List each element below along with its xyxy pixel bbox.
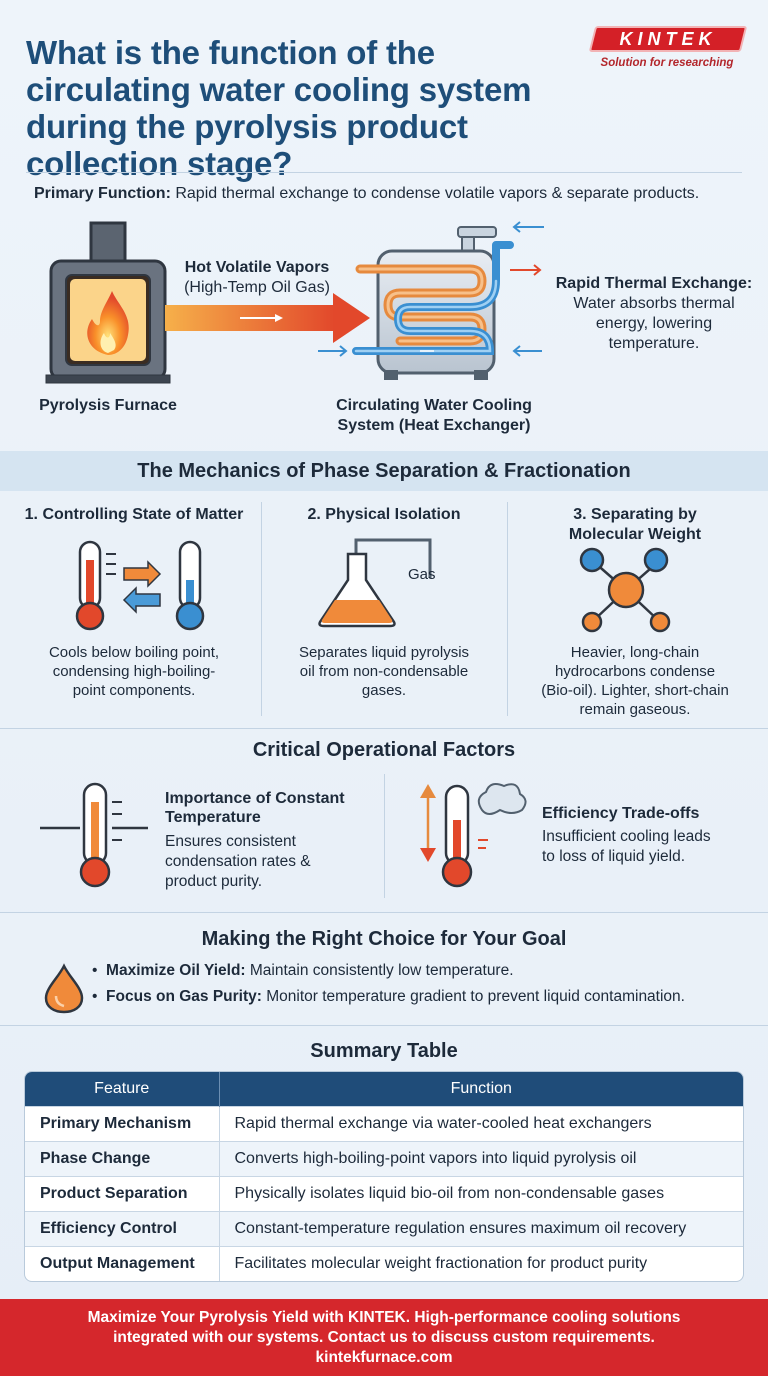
table-cell-function: Facilitates molecular weight fractionati… <box>219 1245 743 1281</box>
gas-label: Gas <box>408 566 436 583</box>
factor2-title: Efficiency Trade-offs <box>542 805 700 822</box>
summary-table: Feature Function Primary Mechanism Rapid… <box>24 1071 744 1282</box>
vapor-sublabel: (High-Temp Oil Gas) <box>184 279 330 296</box>
cooler-label-line1: Circulating Water Cooling <box>336 397 532 414</box>
flask-icon <box>318 538 432 628</box>
mechanics-title: The Mechanics of Phase Separation & Frac… <box>137 460 631 482</box>
logo-tagline: Solution for researching <box>600 57 734 69</box>
table-cell-function: Converts high-boiling-point vapors into … <box>219 1140 743 1176</box>
col3-desc-2: hydrocarbons condense <box>554 663 716 680</box>
mechanics-icons <box>75 538 671 633</box>
table-cell-feature: Output Management <box>25 1245 220 1281</box>
furnace-label: Pyrolysis Furnace <box>39 397 177 414</box>
oil-drop-icon <box>44 963 84 1014</box>
factor2-desc-1: Insufficient cooling leads <box>542 828 711 845</box>
factors-title: Critical Operational Factors <box>252 739 516 761</box>
col2-desc-1: Separates liquid pyrolysis <box>298 644 470 661</box>
table-cell-feature: Product Separation <box>25 1175 220 1211</box>
table-row: Primary Mechanism Rapid thermal exchange… <box>25 1105 743 1141</box>
choice-panel <box>0 912 768 1026</box>
process-flow-diagram <box>45 221 544 384</box>
heat-exchanger-icon <box>352 226 514 380</box>
kintek-logo[interactable]: KINTEK Solution for researching <box>586 26 748 72</box>
table-cell-feature: Primary Mechanism <box>25 1105 220 1141</box>
col3-title-2: Molecular Weight <box>568 526 702 543</box>
factor2-desc-2: to loss of liquid yield. <box>542 848 686 865</box>
mechanics-band: The Mechanics of Phase Separation & Frac… <box>0 451 768 491</box>
choice-item-2-label: Focus on Gas Purity: <box>106 988 262 1005</box>
col3-desc-4: remain gaseous. <box>579 701 691 718</box>
exchange-title: Rapid Thermal Exchange: <box>555 275 753 292</box>
table-row: Efficiency Control Constant-temperature … <box>25 1210 743 1246</box>
table-header-feature: Feature <box>25 1072 220 1106</box>
table-cell-function: Physically isolates liquid bio-oil from … <box>219 1175 743 1211</box>
col2-desc-3: gases. <box>361 682 407 699</box>
choice-item-2: • Focus on Gas Purity: Monitor temperatu… <box>92 988 685 1005</box>
col3-title-1: 3. Separating by <box>573 506 697 523</box>
table-cell-feature: Efficiency Control <box>25 1210 220 1246</box>
choice-item-1: • Maximize Oil Yield: Maintain consisten… <box>92 962 514 979</box>
factor1-title-2: Temperature <box>165 809 261 826</box>
col2-title: 2. Physical Isolation <box>307 506 461 523</box>
col3-desc-1: Heavier, long-chain <box>570 644 700 661</box>
primary-text: Rapid thermal exchange to condense volat… <box>170 185 700 202</box>
vapor-flow-arrow <box>165 293 370 343</box>
table-header-function: Function <box>219 1072 743 1106</box>
factor1-desc-1: Ensures consistent <box>165 833 296 850</box>
col1-title: 1. Controlling State of Matter <box>24 506 244 523</box>
primary-label: Primary Function: <box>34 185 171 202</box>
choice-item-1-text: Maintain consistently low temperature. <box>245 962 514 979</box>
factors-icons <box>40 782 527 888</box>
page-title: What is the function of the circulating … <box>26 34 532 182</box>
footer-line-2: integrated with our systems. Contact us … <box>113 1329 655 1346</box>
constant-temperature-icon <box>40 782 148 888</box>
exchange-desc-3: temperature. <box>608 335 700 352</box>
exchange-desc-1: Water absorbs thermal <box>573 295 735 312</box>
factor1-desc-3: product purity. <box>165 873 263 890</box>
factor1-desc-2: condensation rates & <box>165 853 311 870</box>
cooler-label-line2: System (Heat Exchanger) <box>337 417 531 434</box>
col1-desc-1: Cools below boiling point, <box>48 644 220 661</box>
footer-cta[interactable]: Maximize Your Pyrolysis Yield with KINTE… <box>0 1299 768 1376</box>
choice-title: Making the Right Choice for Your Goal <box>201 928 567 950</box>
table-row: Output Management Facilitates molecular … <box>25 1245 743 1281</box>
vapor-label: Hot Volatile Vapors <box>184 259 330 276</box>
factor1-title-1: Importance of Constant <box>165 790 345 807</box>
thermometer-exchange-icon <box>75 540 205 631</box>
col2-desc-2: oil from non-condensable <box>299 663 469 680</box>
efficiency-tradeoff-icon <box>420 783 527 888</box>
flow-direction-arrows <box>318 221 544 357</box>
col3-desc-3: (Bio-oil). Lighter, short-chain <box>541 682 729 699</box>
table-cell-function: Rapid thermal exchange via water-cooled … <box>219 1105 743 1141</box>
col1-desc-2: condensing high-boiling- <box>52 663 216 680</box>
choice-item-1-label: Maximize Oil Yield: <box>106 962 246 979</box>
footer-line-1: Maximize Your Pyrolysis Yield with KINTE… <box>87 1309 681 1326</box>
logo-name: KINTEK <box>619 29 717 49</box>
choice-item-2-text: Monitor temperature gradient to prevent … <box>261 988 685 1005</box>
table-row: Phase Change Converts high-boiling-point… <box>25 1140 743 1176</box>
exchange-desc-2: energy, lowering <box>595 315 713 332</box>
furnace-icon <box>45 221 171 384</box>
molecule-icon <box>579 547 671 633</box>
header-divider <box>26 172 742 173</box>
summary-title: Summary Table <box>310 1040 458 1062</box>
table-row: Product Separation Physically isolates l… <box>25 1175 743 1211</box>
primary-function: Primary Function: Rapid thermal exchange… <box>34 185 754 203</box>
table-cell-feature: Phase Change <box>25 1140 220 1176</box>
table-cell-function: Constant-temperature regulation ensures … <box>219 1210 743 1246</box>
col1-desc-3: point components. <box>72 682 196 699</box>
footer-website-link[interactable]: kintekfurnace.com <box>315 1349 453 1366</box>
